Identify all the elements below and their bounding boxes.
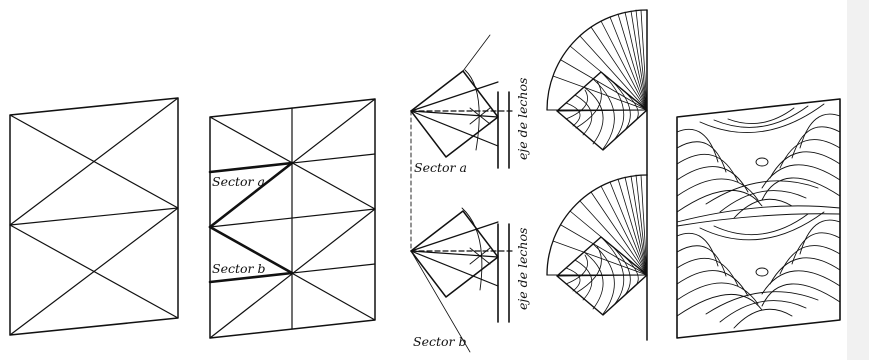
panel-1-grid [9, 97, 179, 336]
panel-2-sectors [208, 98, 376, 339]
panel-4-fans [546, 9, 648, 341]
panel-3-construction [410, 34, 516, 353]
right-edge-strip [847, 0, 869, 360]
eje-de-lechos-label-upper: eje de lechos [515, 78, 530, 160]
sector-a-label-panel3: Sector a [414, 160, 467, 175]
sector-b-label-panel3: Sector b [413, 334, 466, 349]
sector-a-label-panel2: Sector a [212, 174, 265, 189]
panel-5-pattern [676, 98, 841, 339]
sector-b-label-panel2: Sector b [212, 261, 265, 276]
eje-de-lechos-label-lower: eje de lechos [515, 228, 530, 310]
